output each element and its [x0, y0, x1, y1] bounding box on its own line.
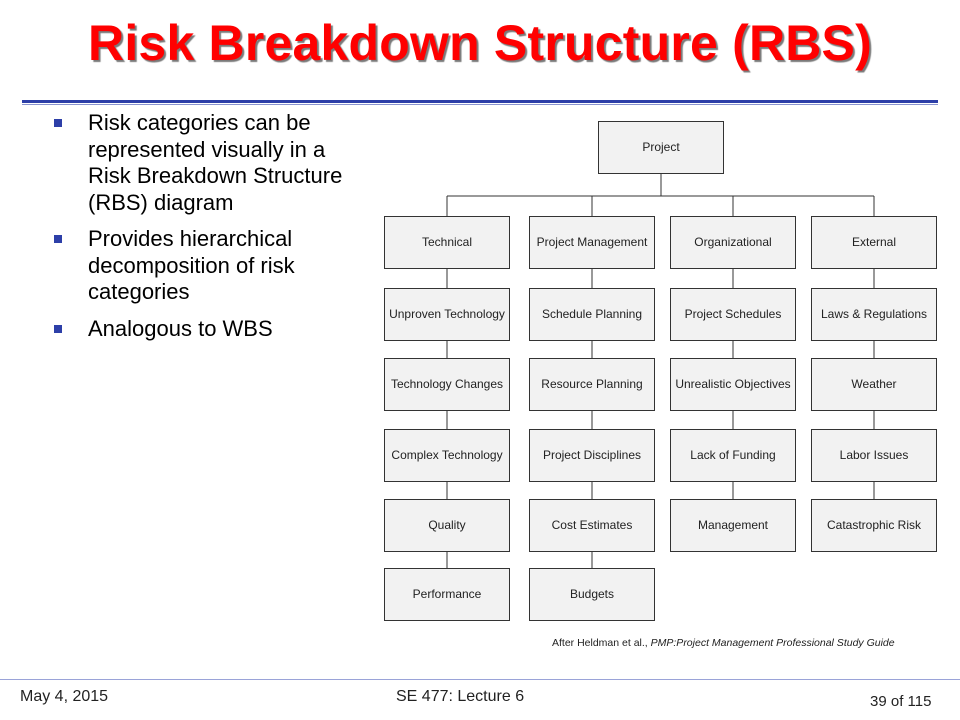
rbs-item-node: Laws & Regulations	[811, 288, 937, 341]
rbs-item-node: Schedule Planning	[529, 288, 655, 341]
footer-divider	[0, 679, 960, 680]
rbs-item-node: Technology Changes	[384, 358, 510, 411]
rbs-item-node: Quality	[384, 499, 510, 552]
bullet-item: Analogous to WBS	[52, 316, 370, 343]
rbs-item-node: Resource Planning	[529, 358, 655, 411]
footer-date: May 4, 2015	[20, 688, 109, 705]
title-underline	[22, 100, 938, 103]
rbs-item-node: Labor Issues	[811, 429, 937, 482]
rbs-item-node: Project Schedules	[670, 288, 796, 341]
square-bullet-icon	[54, 119, 62, 127]
square-bullet-icon	[54, 235, 62, 243]
rbs-item-node: Project Disciplines	[529, 429, 655, 482]
footer-page-number: 39 of 115	[870, 693, 932, 710]
rbs-category-project-management: Project Management	[529, 216, 655, 269]
title-underline-thin	[22, 104, 938, 105]
rbs-category-external: External	[811, 216, 937, 269]
rbs-item-node: Cost Estimates	[529, 499, 655, 552]
rbs-item-node: Complex Technology	[384, 429, 510, 482]
rbs-item-node: Unproven Technology	[384, 288, 510, 341]
figure-caption: After Heldman et al., PMP:Project Manage…	[552, 637, 952, 649]
rbs-category-organizational: Organizational	[670, 216, 796, 269]
bullet-text: Provides hierarchical decomposition of r…	[88, 226, 295, 304]
rbs-item-node: Management	[670, 499, 796, 552]
rbs-item-node: Lack of Funding	[670, 429, 796, 482]
caption-prefix: After Heldman et al.,	[552, 637, 651, 649]
bullet-item: Risk categories can be represented visua…	[52, 110, 370, 216]
caption-source: PMP:Project Management Professional Stud…	[650, 637, 895, 649]
bullet-item: Provides hierarchical decomposition of r…	[52, 226, 370, 306]
bullet-text: Analogous to WBS	[88, 315, 273, 341]
rbs-item-node: Catastrophic Risk	[811, 499, 937, 552]
bullet-text: Risk categories can be represented visua…	[88, 110, 343, 215]
square-bullet-icon	[54, 324, 62, 333]
rbs-item-node: Weather	[811, 358, 937, 411]
rbs-root-node: Project	[598, 121, 724, 174]
rbs-category-technical: Technical	[384, 216, 510, 269]
rbs-item-node: Budgets	[529, 568, 655, 621]
bullet-list: Risk categories can be represented visua…	[52, 110, 370, 352]
rbs-item-node: Performance	[384, 568, 510, 621]
slide-title: Risk Breakdown Structure (RBS)	[88, 15, 872, 71]
rbs-item-node: Unrealistic Objectives	[670, 358, 796, 411]
footer-lecture: SE 477: Lecture 6	[396, 688, 525, 705]
